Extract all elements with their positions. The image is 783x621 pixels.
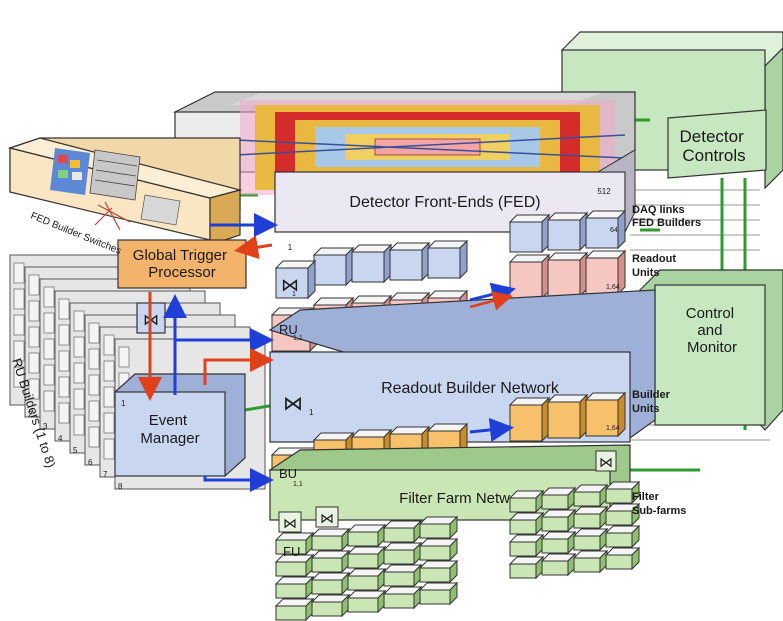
fed-builder-box <box>388 241 431 282</box>
builder-unit-box <box>546 393 589 440</box>
trigger-flow-arrows <box>138 213 516 492</box>
fed-builder-box <box>350 243 393 284</box>
filter-farm-network-label: Filter Farm Network <box>399 490 531 507</box>
fed-builder-switch-box: ⋈ <box>274 259 317 300</box>
ru-builder-layer-number: 5 <box>73 446 78 455</box>
builder-units-label: Builder Units <box>632 389 673 415</box>
readout-unit-box <box>584 249 627 296</box>
control-and-monitor-block[interactable]: Control and Monitor <box>639 269 783 431</box>
bu-label: BU <box>279 466 297 481</box>
ru-builder-layer-number: 3 <box>43 422 48 431</box>
fed-builder-box <box>426 239 469 280</box>
bu-sub-label: 1,1 <box>293 481 303 488</box>
filter-unit-box <box>508 489 545 514</box>
filter-unit-box <box>604 480 641 505</box>
filter-unit-box <box>382 585 423 610</box>
em-index: 1 <box>121 399 126 408</box>
filter-unit-box <box>310 549 351 574</box>
filter-unit-box <box>382 519 423 544</box>
subfarm-switch-icon: ⋈ <box>320 510 334 526</box>
filter-subfarm-switches: ⋈ ⋈ <box>278 506 339 533</box>
rbn-index: 1 <box>309 408 314 417</box>
filter-unit-box <box>540 530 577 555</box>
filter-unit-box <box>274 575 315 600</box>
event-manager-block[interactable]: Event Manager 1 <box>114 373 246 477</box>
global-trigger-label: Global Trigger Processor <box>133 247 231 281</box>
fed-first-index: 1 <box>288 243 293 252</box>
event-manager-label: Event Manager <box>140 412 199 447</box>
fed-builder-box <box>508 213 551 254</box>
filter-unit-box <box>572 505 609 530</box>
filter-unit-box <box>310 571 351 596</box>
filter-unit-box <box>572 549 609 574</box>
filter-unit-box <box>508 511 545 536</box>
daq-links-label: DAQ links <box>632 204 685 216</box>
filter-unit-box <box>418 515 459 540</box>
filter-unit-box <box>274 553 315 578</box>
filter-unit-box <box>418 537 459 562</box>
switch-sub-index: 1 <box>292 291 296 298</box>
ru-last-index: 1,64 <box>606 284 620 291</box>
filter-unit-box <box>418 581 459 606</box>
ru-builder-layer-number: 6 <box>88 458 93 467</box>
filter-unit-box <box>346 545 387 570</box>
readout-unit-box <box>546 251 589 298</box>
trigger-boards-image <box>50 148 181 231</box>
global-trigger-processor-block[interactable]: Global Trigger Processor <box>7 137 247 289</box>
builder-unit-box <box>508 396 551 443</box>
ru-builder-layer-number: 2 <box>28 410 33 419</box>
fed-builder-row: ⋈ <box>274 209 627 300</box>
filter-unit-box <box>310 593 351 618</box>
filter-unit-box <box>346 523 387 548</box>
fb-last-index: 64 <box>610 227 618 234</box>
ru-builder-layer-number: 4 <box>58 434 63 443</box>
filter-unit-box <box>382 563 423 588</box>
filter-subfarms-label: Filter Sub-farms <box>632 491 686 517</box>
fed-last-index: 512 <box>597 187 611 196</box>
fed-builder-box <box>312 246 355 287</box>
filter-unit-box <box>604 524 641 549</box>
fed-builder-switches-label: FED Builder Switches <box>29 211 123 257</box>
readout-units-label: Readout Units <box>632 253 679 279</box>
readout-unit-box <box>508 253 551 300</box>
filter-unit-box <box>274 531 315 556</box>
filter-unit-box <box>572 527 609 552</box>
ru-builder-layer-number: 7 <box>103 470 108 479</box>
readout-builder-network-label: Readout Builder Network <box>381 380 560 397</box>
ru-builder-layer-number: 8 <box>118 482 123 491</box>
builder-unit-box <box>584 391 627 438</box>
filter-unit-box <box>508 555 545 580</box>
filter-unit-box <box>346 589 387 614</box>
filter-unit-box <box>508 533 545 558</box>
fed-label: Detector Front-Ends (FED) <box>349 194 540 211</box>
filter-unit-box <box>540 552 577 577</box>
control-monitor-label: Control and Monitor <box>686 305 739 356</box>
filter-unit-box <box>382 541 423 566</box>
bu-last-index: 1,64 <box>606 425 620 432</box>
fed-builders-label: FED Builders <box>632 217 701 229</box>
filter-unit-box <box>310 527 351 552</box>
ru-label: RU <box>279 322 298 337</box>
filter-unit-box <box>540 486 577 511</box>
rbn-switch-icon: ⋈ <box>283 393 303 415</box>
detector-controls-label: Detector Controls <box>680 127 749 165</box>
filter-unit-box <box>572 483 609 508</box>
filter-unit-box <box>274 597 315 621</box>
filter-unit-grid <box>274 480 641 621</box>
ffn-switch-icon: ⋈ <box>599 454 613 470</box>
fed-builder-box <box>584 209 627 250</box>
filter-unit-box <box>540 508 577 533</box>
subfarm-switch-icon: ⋈ <box>283 515 297 531</box>
fed-block[interactable]: Detector Front-Ends (FED) 1 512 <box>173 91 636 252</box>
switch-icon: ⋈ <box>281 275 299 295</box>
filter-unit-box <box>604 546 641 571</box>
filter-unit-box <box>604 502 641 527</box>
filter-unit-box <box>346 567 387 592</box>
fu-label: FU <box>283 544 300 559</box>
ru-sub-label: 1,1 <box>293 335 303 342</box>
filter-unit-box <box>418 559 459 584</box>
fed-builder-box <box>546 211 589 252</box>
